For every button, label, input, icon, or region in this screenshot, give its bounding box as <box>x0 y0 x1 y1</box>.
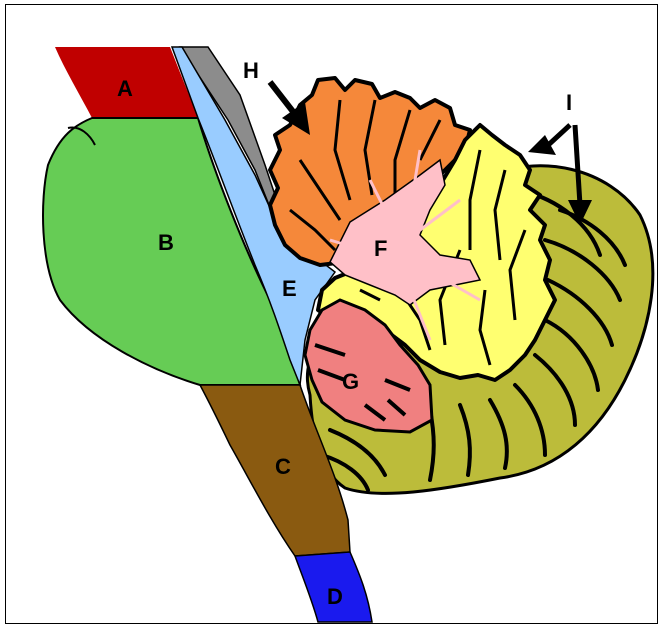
label-c: C <box>275 454 291 479</box>
label-e: E <box>282 276 297 301</box>
label-h: H <box>243 58 259 83</box>
label-d: D <box>327 584 343 609</box>
label-a: A <box>117 76 133 101</box>
label-g: G <box>342 369 359 394</box>
label-i: I <box>566 90 572 115</box>
arrow-i-upper <box>528 125 570 155</box>
label-b: B <box>158 230 174 255</box>
label-f: F <box>374 236 387 261</box>
